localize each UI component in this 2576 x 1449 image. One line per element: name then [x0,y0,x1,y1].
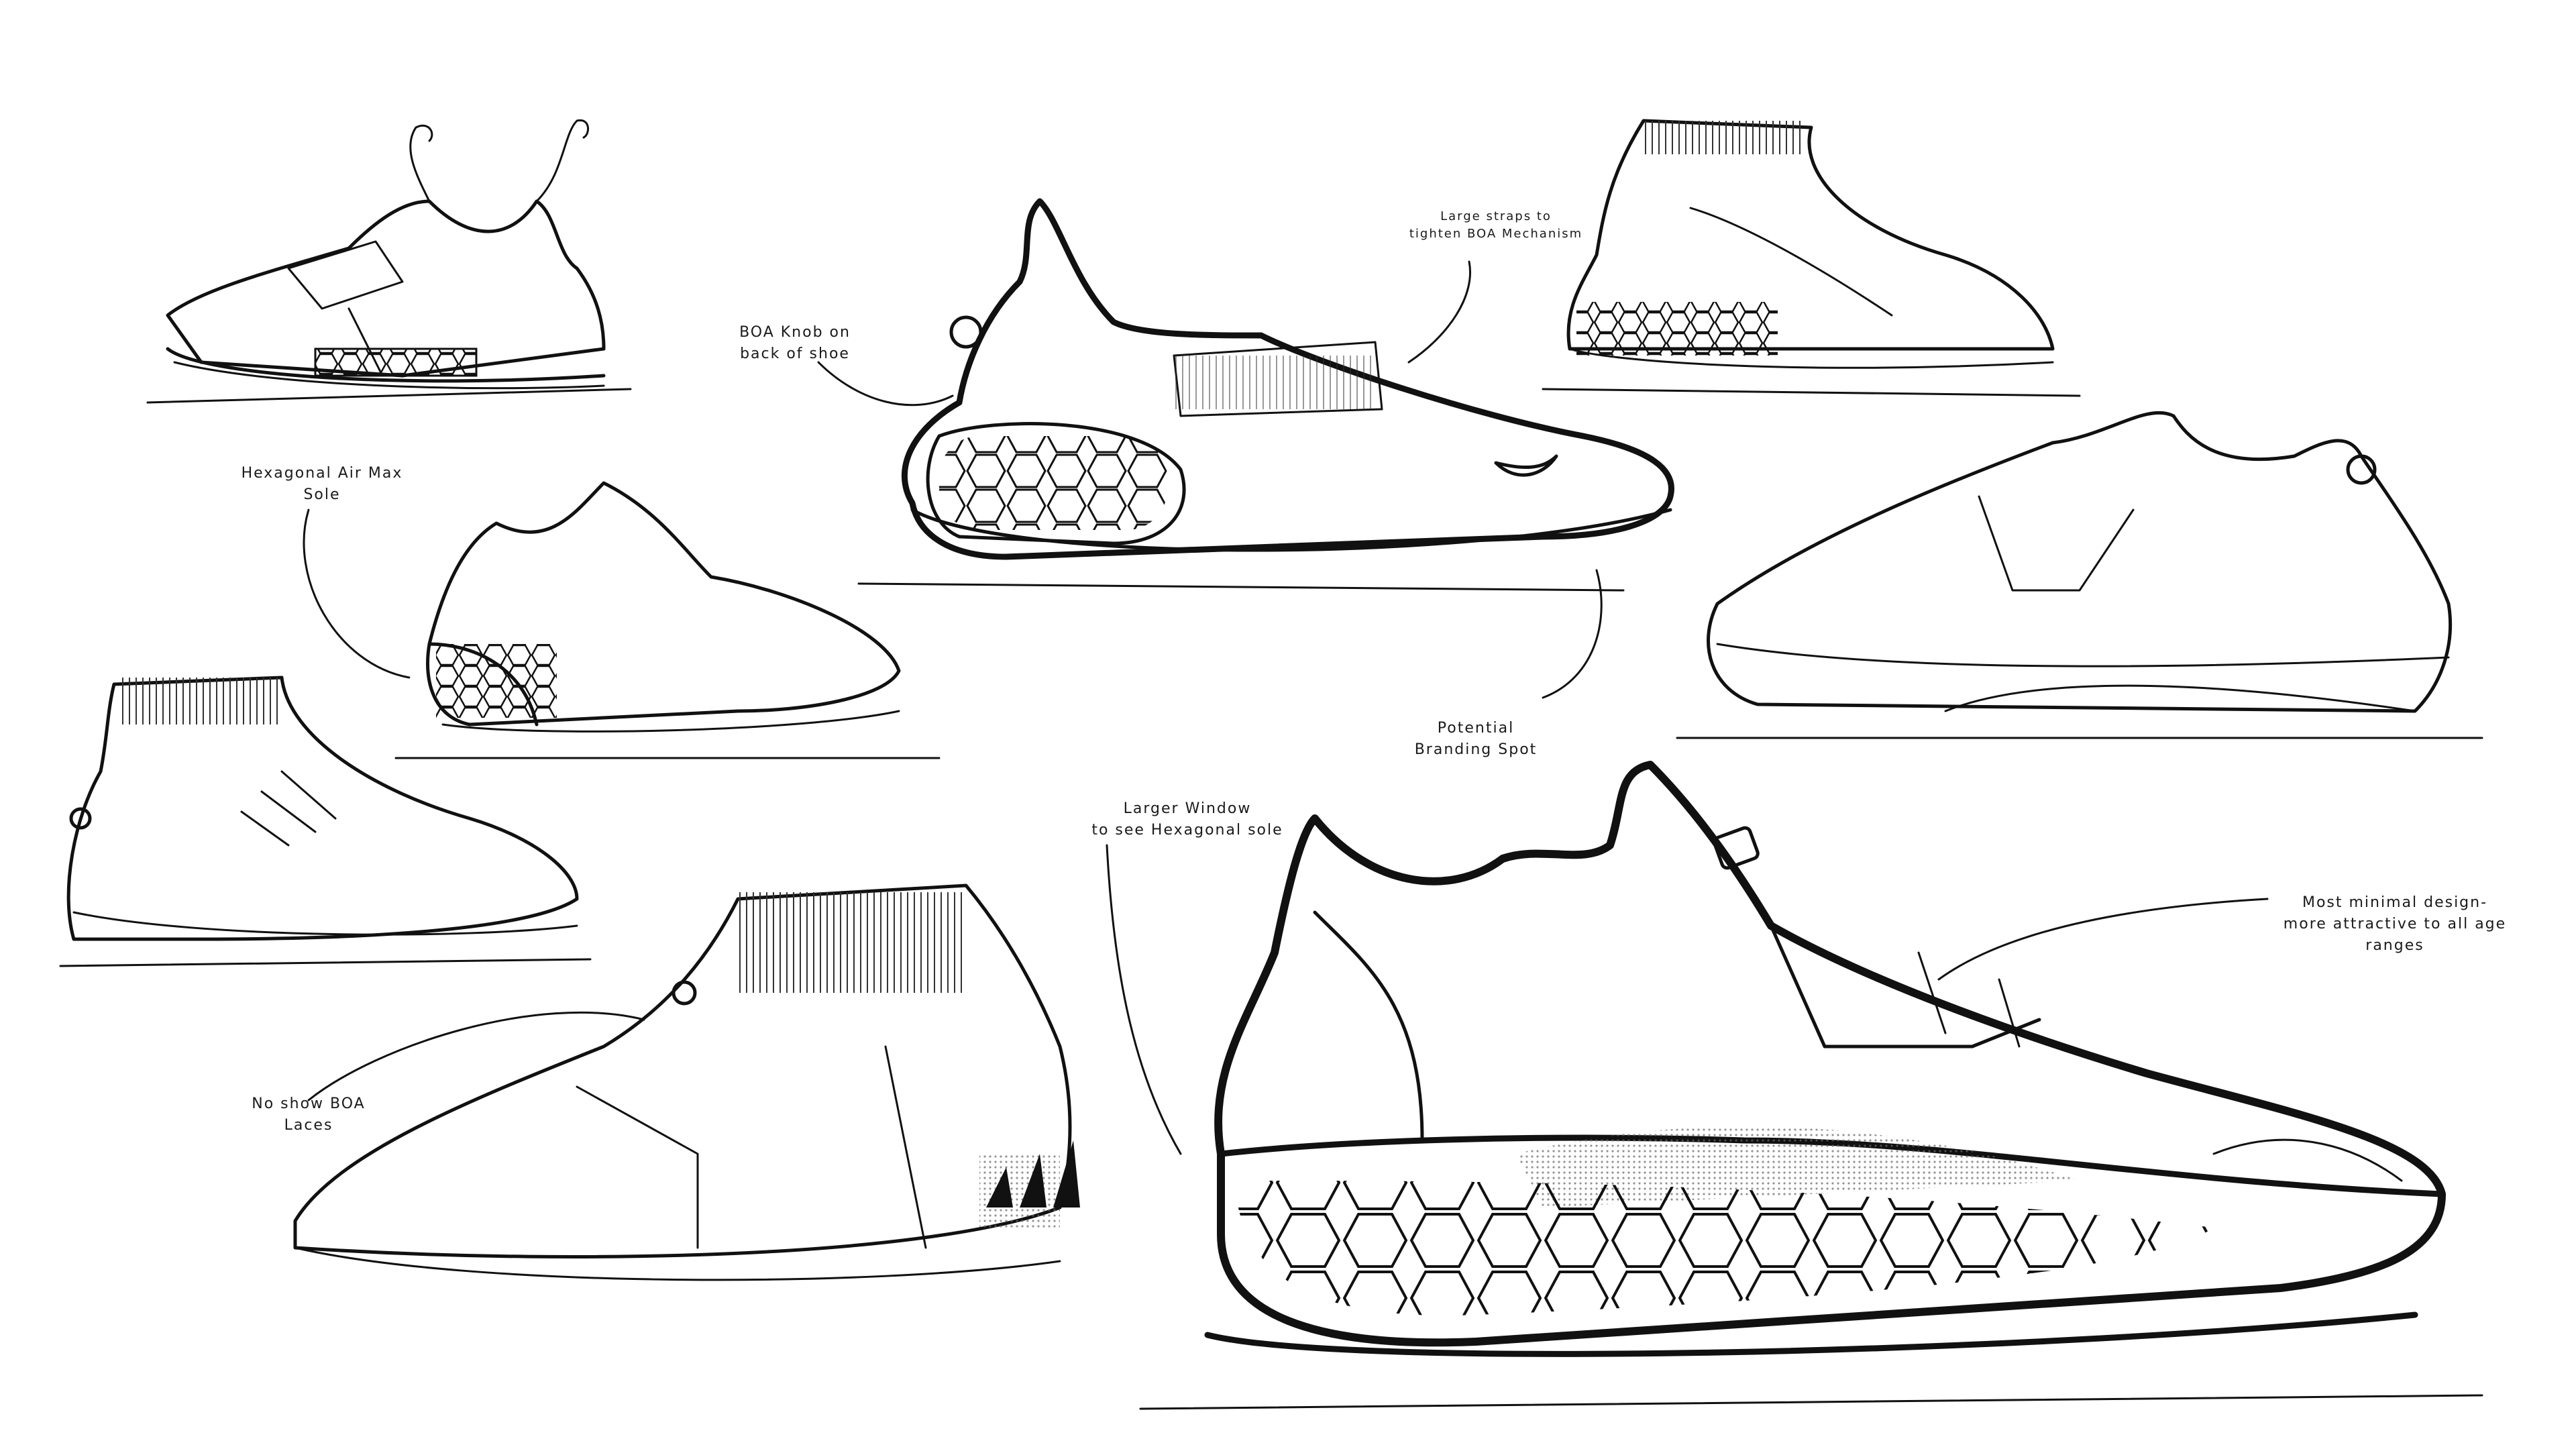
shoe-sketch-2 [857,198,1674,592]
annotation-most-minimal: Most minimal design- more attractive to … [2283,894,2507,954]
shoe-sketch-4 [394,481,941,759]
annotation-no-show-boa: No show BOA Laces [252,1095,366,1134]
annotation-potential-branding: Potential Branding Spot [1414,720,1538,758]
shoe-sketch-1 [146,119,632,404]
shoe-sketch-5 [59,676,592,967]
annotation-boa-knob: BOA Knob on back of shoe [739,324,851,362]
annotation-large-straps: Large straps to tighten BOA Mechanism [1409,209,1583,241]
shoe-sketch-3 [1542,119,2081,397]
shoe-sketch-8 [1139,761,2483,1410]
annotation-larger-window: Larger Window to see Hexagonal sole [1091,800,1283,839]
annotation-arrows [303,260,2269,1155]
shoe-sketch-7 [293,883,1080,1281]
shoe-sketch-6 [1676,411,2483,739]
annotation-hexagonal-sole: Hexagonal Air Max Sole [241,465,403,503]
